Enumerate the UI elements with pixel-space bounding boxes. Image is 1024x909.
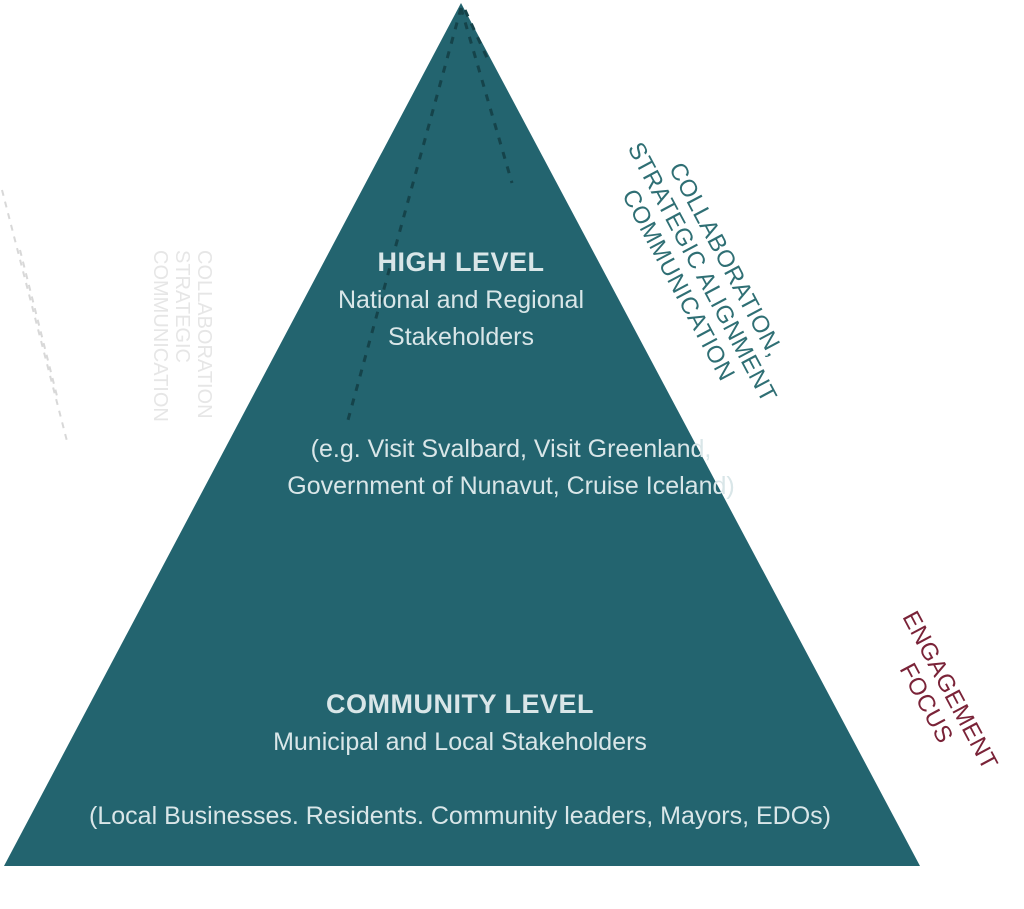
- pyramid-shape: [4, 3, 920, 866]
- ghost-marks: [1, 189, 69, 446]
- high-level-example-line2: Government of Nunavut, Cruise Iceland): [287, 472, 735, 500]
- high-level-line2: Stakeholders: [388, 323, 534, 351]
- high-level-example-line1: (e.g. Visit Svalbard, Visit Greenland,: [310, 435, 712, 463]
- community-level-heading: COMMUNITY LEVEL: [325, 689, 594, 719]
- high-level-heading: HIGH LEVEL: [377, 247, 545, 277]
- high-level-line1: National and Regional: [337, 286, 584, 314]
- apex-dotted-lines: [346, 7, 514, 421]
- community-level-example: (Local Businesses. Residents. Community …: [89, 802, 831, 830]
- ghost-text: COLLABORATION STRATEGIC COMMUNICATION: [149, 250, 215, 422]
- community-level-line1: Municipal and Local Stakeholders: [273, 728, 647, 756]
